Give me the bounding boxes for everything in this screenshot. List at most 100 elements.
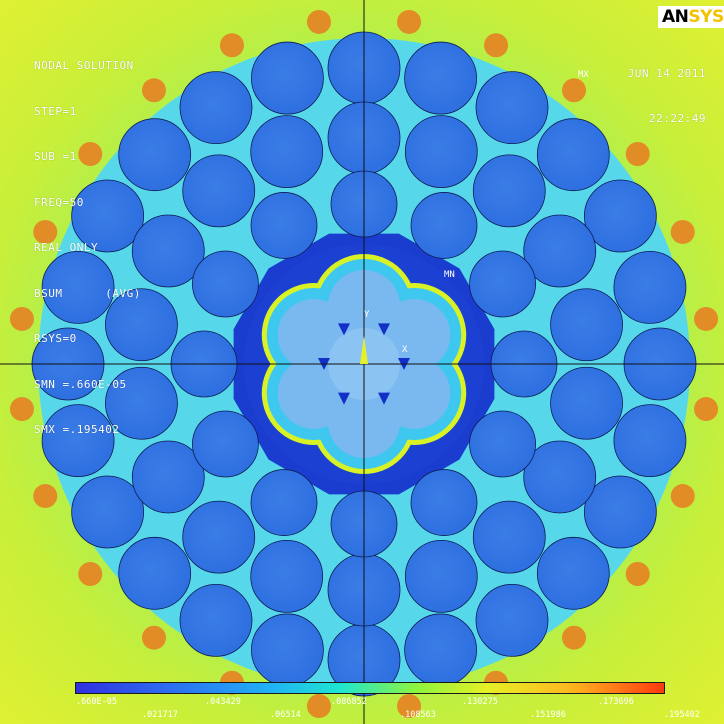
hot-spot (694, 306, 719, 331)
legend-tick-top-5: .173696 (598, 697, 634, 707)
strand-circle (475, 71, 549, 145)
strand-circle (105, 288, 178, 362)
hot-spot (33, 484, 58, 509)
strand-circle (250, 115, 324, 189)
hot-spot (78, 562, 103, 587)
strand-circle (250, 192, 318, 259)
logo-part-b: SYS (688, 7, 724, 27)
strand-circle (475, 583, 549, 657)
legend-tick-top-3: .086852 (331, 697, 367, 707)
strand-circle (118, 536, 192, 610)
axis-triad (360, 336, 368, 364)
hot-spot (141, 625, 166, 650)
strand-circle (404, 539, 478, 613)
info-smx: SMX =.195402 (34, 423, 120, 436)
hot-spot (33, 219, 58, 244)
legend-tick-bottom-5: .195402 (664, 710, 700, 720)
time-label: 22:22:49 (649, 112, 706, 125)
hot-spot (306, 694, 331, 719)
strand-circle (182, 500, 256, 574)
logo-part-a: AN (662, 7, 689, 27)
strand-circle (182, 154, 256, 228)
core-void (378, 392, 390, 405)
strand-circle (523, 440, 597, 514)
strand-circle (118, 118, 192, 192)
hot-spot (78, 141, 103, 166)
color-legend (75, 682, 665, 696)
legend-tick-bottom-1: .021717 (142, 710, 178, 720)
legend-tick-bottom-3: .108563 (400, 710, 436, 720)
strand-circle (71, 179, 145, 253)
info-real: REAL ONLY (34, 241, 99, 254)
core-void (378, 323, 390, 336)
hot-spot (670, 219, 695, 244)
info-step: STEP=1 (34, 104, 77, 118)
strand-circle (131, 214, 205, 288)
hot-spot (562, 78, 587, 103)
legend-tick-bottom-2: .06514 (270, 710, 301, 720)
min-marker: MN (444, 270, 455, 280)
strand-circle (404, 613, 478, 687)
info-bsum: BSUM (AVG) (34, 286, 141, 300)
hot-spot (219, 33, 244, 58)
strand-circle (41, 250, 115, 324)
hot-spot (694, 397, 719, 422)
hot-spot (306, 9, 331, 34)
core-void (338, 392, 350, 405)
legend-tick-top-2: .043429 (205, 697, 241, 707)
strand-circle (192, 250, 259, 318)
legend-tick-top-4: .130275 (462, 697, 498, 707)
axis-y-label: Y (364, 310, 370, 320)
strand-circle (469, 410, 536, 478)
hot-spot (397, 9, 422, 34)
hot-spot (141, 78, 166, 103)
info-freq: FREQ=50 (34, 195, 84, 209)
strand-circle (410, 469, 478, 536)
strand-circle (404, 115, 478, 189)
hot-spot (484, 33, 509, 58)
core-void (338, 323, 350, 336)
strand-circle (192, 410, 259, 478)
axis-x-label: X (402, 345, 408, 355)
max-marker: MX (578, 70, 589, 80)
hot-spot (9, 306, 34, 331)
hot-spot (625, 141, 650, 166)
strand-circle (523, 214, 597, 288)
hot-spot (9, 397, 34, 422)
legend-tick-bottom-4: .151986 (530, 710, 566, 720)
legend-color-bar (75, 682, 665, 694)
ansys-logo: ANSYS (658, 6, 724, 28)
strand-circle (250, 41, 324, 115)
strand-circle (469, 250, 536, 318)
strand-circle (550, 366, 623, 440)
strand-circle (583, 475, 657, 549)
strand-circle (536, 536, 610, 610)
strand-circle (410, 192, 478, 259)
hot-spot (397, 694, 422, 719)
strand-circle (71, 475, 145, 549)
date-time-block: JUN 14 2011 22:22:49 (628, 36, 706, 156)
strand-circle (550, 288, 623, 362)
strand-circle (41, 404, 115, 478)
strand-circle (250, 469, 318, 536)
solution-info-block: NODAL SOLUTION STEP=1 SUB =1 FREQ=50 REA… (34, 28, 141, 468)
strand-circle (404, 41, 478, 115)
strand-circle (131, 440, 205, 514)
strand-circle (250, 539, 324, 613)
info-title: NODAL SOLUTION (34, 59, 134, 72)
strand-circle (250, 613, 324, 687)
strand-circle (472, 154, 546, 228)
strand-circle (613, 250, 687, 324)
strand-circle (536, 118, 610, 192)
strand-circle (105, 366, 178, 440)
hot-spot (562, 625, 587, 650)
info-sub: SUB =1 (34, 150, 77, 163)
date-label: JUN 14 2011 (627, 67, 706, 80)
strand-circle (613, 404, 687, 478)
strand-circle (583, 179, 657, 253)
info-rsys: RSYS=0 (34, 332, 77, 345)
info-smn: SMN =.660E-05 (34, 377, 127, 391)
legend-tick-top-1: .660E-05 (76, 697, 117, 707)
